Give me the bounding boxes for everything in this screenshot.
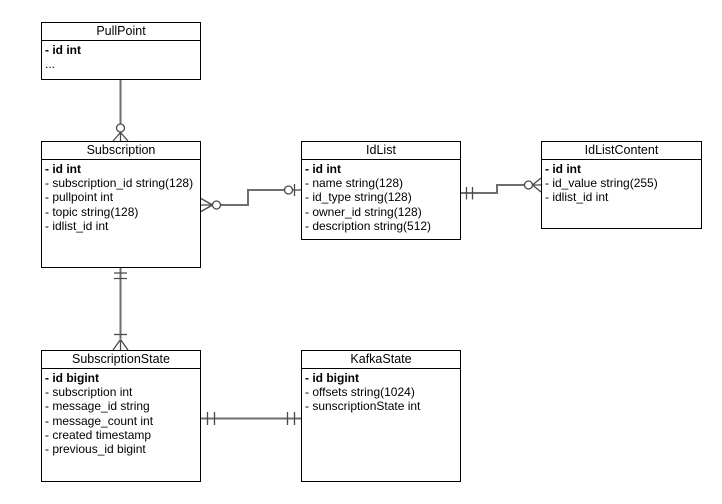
crowsfoot-many-icon [112, 339, 129, 351]
entity-pullpoint[interactable]: PullPoint - id int ... [41, 22, 201, 80]
attribute-row: - pullpoint int [45, 190, 114, 205]
edge-subscriptionstate-kafkastate[interactable] [201, 412, 301, 425]
attribute-row: - message_count int [45, 413, 154, 428]
entity-subscription[interactable]: Subscription - id int - subscription_id … [41, 141, 201, 268]
crowsfoot-many-icon [112, 132, 129, 142]
attribute-row: - id_type string(128) [305, 190, 412, 205]
crowsfoot-many-icon [532, 177, 542, 193]
tick-one-icon [465, 187, 474, 200]
edge-pullpoint-subscription[interactable] [112, 80, 129, 142]
attribute-row: - description string(512) [305, 218, 432, 233]
entity-title: IdList [302, 142, 460, 160]
attribute-row: - created timestamp [45, 427, 152, 442]
attribute-row: - sunscriptionState int [305, 399, 421, 414]
attribute-row: - idlist_id int [45, 218, 109, 233]
entity-title: KafkaState [302, 351, 460, 369]
entity-kafkastate[interactable]: KafkaState - id bigint - offsets string(… [301, 350, 461, 482]
attribute-row: - name string(128) [305, 176, 404, 191]
attribute-row: - message_id string [45, 399, 150, 414]
edge-idlist-idlistcontent[interactable] [461, 177, 542, 200]
attribute-row: - id_value string(255) [545, 176, 658, 191]
attribute-row: - id int [545, 162, 581, 176]
edge-subscription-subscriptionstate[interactable] [112, 268, 129, 351]
crowsfoot-many-icon [200, 197, 213, 213]
entity-title: IdListContent [542, 142, 701, 160]
attribute-row: - id int [45, 43, 81, 57]
attribute-row: - owner_id string(128) [305, 204, 422, 219]
entity-title: Subscription [42, 142, 200, 160]
tick-one-icon [286, 412, 296, 425]
attribute-row: - id int [45, 162, 81, 176]
attribute-row: - subscription_id string(128) [45, 176, 194, 191]
attribute-row: - idlist_id int [545, 190, 609, 205]
entity-title: PullPoint [42, 23, 200, 41]
attribute-row: - id int [305, 162, 341, 176]
entity-subscriptionstate[interactable]: SubscriptionState - id bigint - subscrip… [41, 350, 201, 482]
attribute-row: - subscription int [45, 385, 133, 400]
entity-title: SubscriptionState [42, 351, 200, 369]
attribute-row: - previous_id bigint [45, 442, 146, 457]
attribute-row: - id bigint [305, 371, 359, 385]
attribute-row: - id bigint [45, 371, 99, 385]
attribute-row: - offsets string(1024) [305, 385, 415, 400]
tick-one-icon [114, 272, 127, 280]
attribute-row: - topic string(128) [45, 204, 139, 219]
entity-idlistcontent[interactable]: IdListContent - id int - id_value string… [541, 141, 702, 229]
attribute-row: ... [45, 57, 56, 72]
tick-one-icon [206, 412, 216, 425]
entity-idlist[interactable]: IdList - id int - name string(128) - id_… [301, 141, 461, 240]
edge-subscription-idlist[interactable] [200, 184, 301, 213]
